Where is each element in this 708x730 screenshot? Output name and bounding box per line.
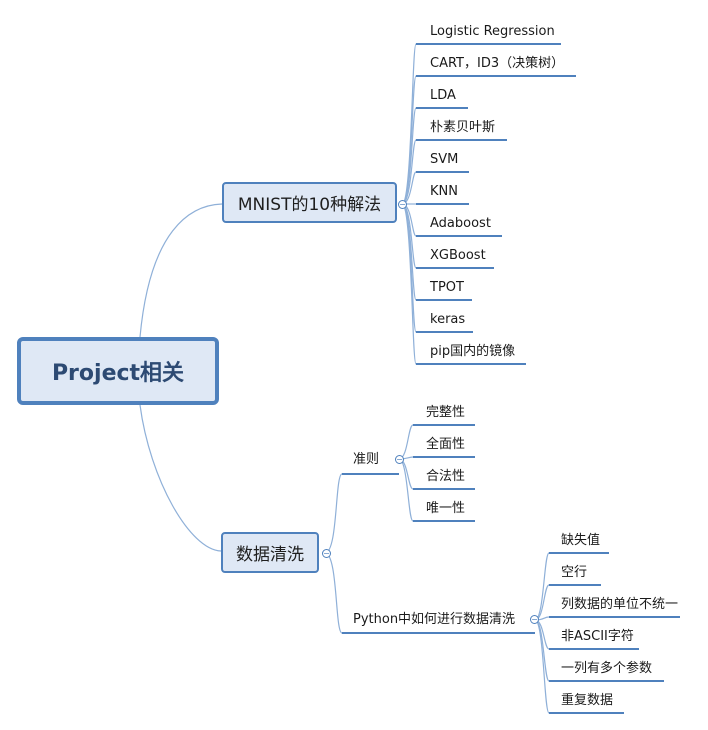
leaf-multiple-params[interactable]: 一列有多个参数 <box>561 661 653 676</box>
leaf-non-ascii[interactable]: 非ASCII字符 <box>561 629 634 644</box>
leaf-underline <box>549 648 639 650</box>
leaf-logistic-regression[interactable]: Logistic Regression <box>430 24 555 39</box>
leaf-underline <box>413 520 475 522</box>
leaf-pip-mirror[interactable]: pip国内的镜像 <box>430 344 516 359</box>
leaf-underline <box>416 267 494 269</box>
leaf-duplicate-data[interactable]: 重复数据 <box>561 693 614 708</box>
leaf-underline <box>416 203 469 205</box>
leaf-missing-values[interactable]: 缺失值 <box>561 533 601 548</box>
leaf-underline <box>416 235 502 237</box>
leaf-cart-id3[interactable]: CART，ID3（决策树） <box>430 56 565 71</box>
branch-data-cleaning[interactable]: 数据清洗 <box>221 532 319 573</box>
leaf-empty-rows[interactable]: 空行 <box>561 565 588 580</box>
leaf-comprehensiveness[interactable]: 全面性 <box>426 437 466 452</box>
leaf-lda[interactable]: LDA <box>430 88 456 103</box>
leaf-underline <box>549 552 609 554</box>
leaf-adaboost[interactable]: Adaboost <box>430 216 491 231</box>
leaf-underline <box>416 299 472 301</box>
leaf-knn[interactable]: KNN <box>430 184 458 199</box>
leaf-tpot[interactable]: TPOT <box>430 280 464 295</box>
branch-mnist[interactable]: MNIST的10种解法 <box>222 182 397 223</box>
leaf-underline <box>416 331 473 333</box>
leaf-completeness[interactable]: 完整性 <box>426 405 466 420</box>
subbranch-python-cleaning[interactable]: Python中如何进行数据清洗 <box>353 612 516 627</box>
leaf-svm[interactable]: SVM <box>430 152 459 167</box>
subbranch-underline <box>342 473 399 475</box>
leaf-legality[interactable]: 合法性 <box>426 469 466 484</box>
collapse-icon[interactable]: − <box>322 549 331 558</box>
subbranch-principles[interactable]: 准则 <box>353 452 380 467</box>
leaf-underline <box>416 107 468 109</box>
collapse-icon[interactable]: − <box>398 200 407 209</box>
leaf-underline <box>413 456 475 458</box>
leaf-underline <box>413 488 475 490</box>
leaf-underline <box>416 171 469 173</box>
leaf-underline <box>416 43 561 45</box>
leaf-underline <box>416 363 526 365</box>
leaf-underline <box>549 616 680 618</box>
collapse-icon[interactable]: − <box>530 615 539 624</box>
leaf-underline <box>416 75 576 77</box>
leaf-underline <box>416 139 507 141</box>
leaf-xgboost[interactable]: XGBoost <box>430 248 486 263</box>
leaf-inconsistent-units[interactable]: 列数据的单位不统一 <box>561 597 679 612</box>
leaf-naive-bayes[interactable]: 朴素贝叶斯 <box>430 120 496 135</box>
leaf-uniqueness[interactable]: 唯一性 <box>426 501 466 516</box>
leaf-underline <box>549 680 664 682</box>
collapse-icon[interactable]: − <box>395 455 404 464</box>
leaf-underline <box>549 712 624 714</box>
leaf-underline <box>549 584 601 586</box>
subbranch-underline <box>342 632 535 634</box>
root-node[interactable]: Project相关 <box>17 337 219 405</box>
leaf-keras[interactable]: keras <box>430 312 466 327</box>
leaf-underline <box>413 424 475 426</box>
